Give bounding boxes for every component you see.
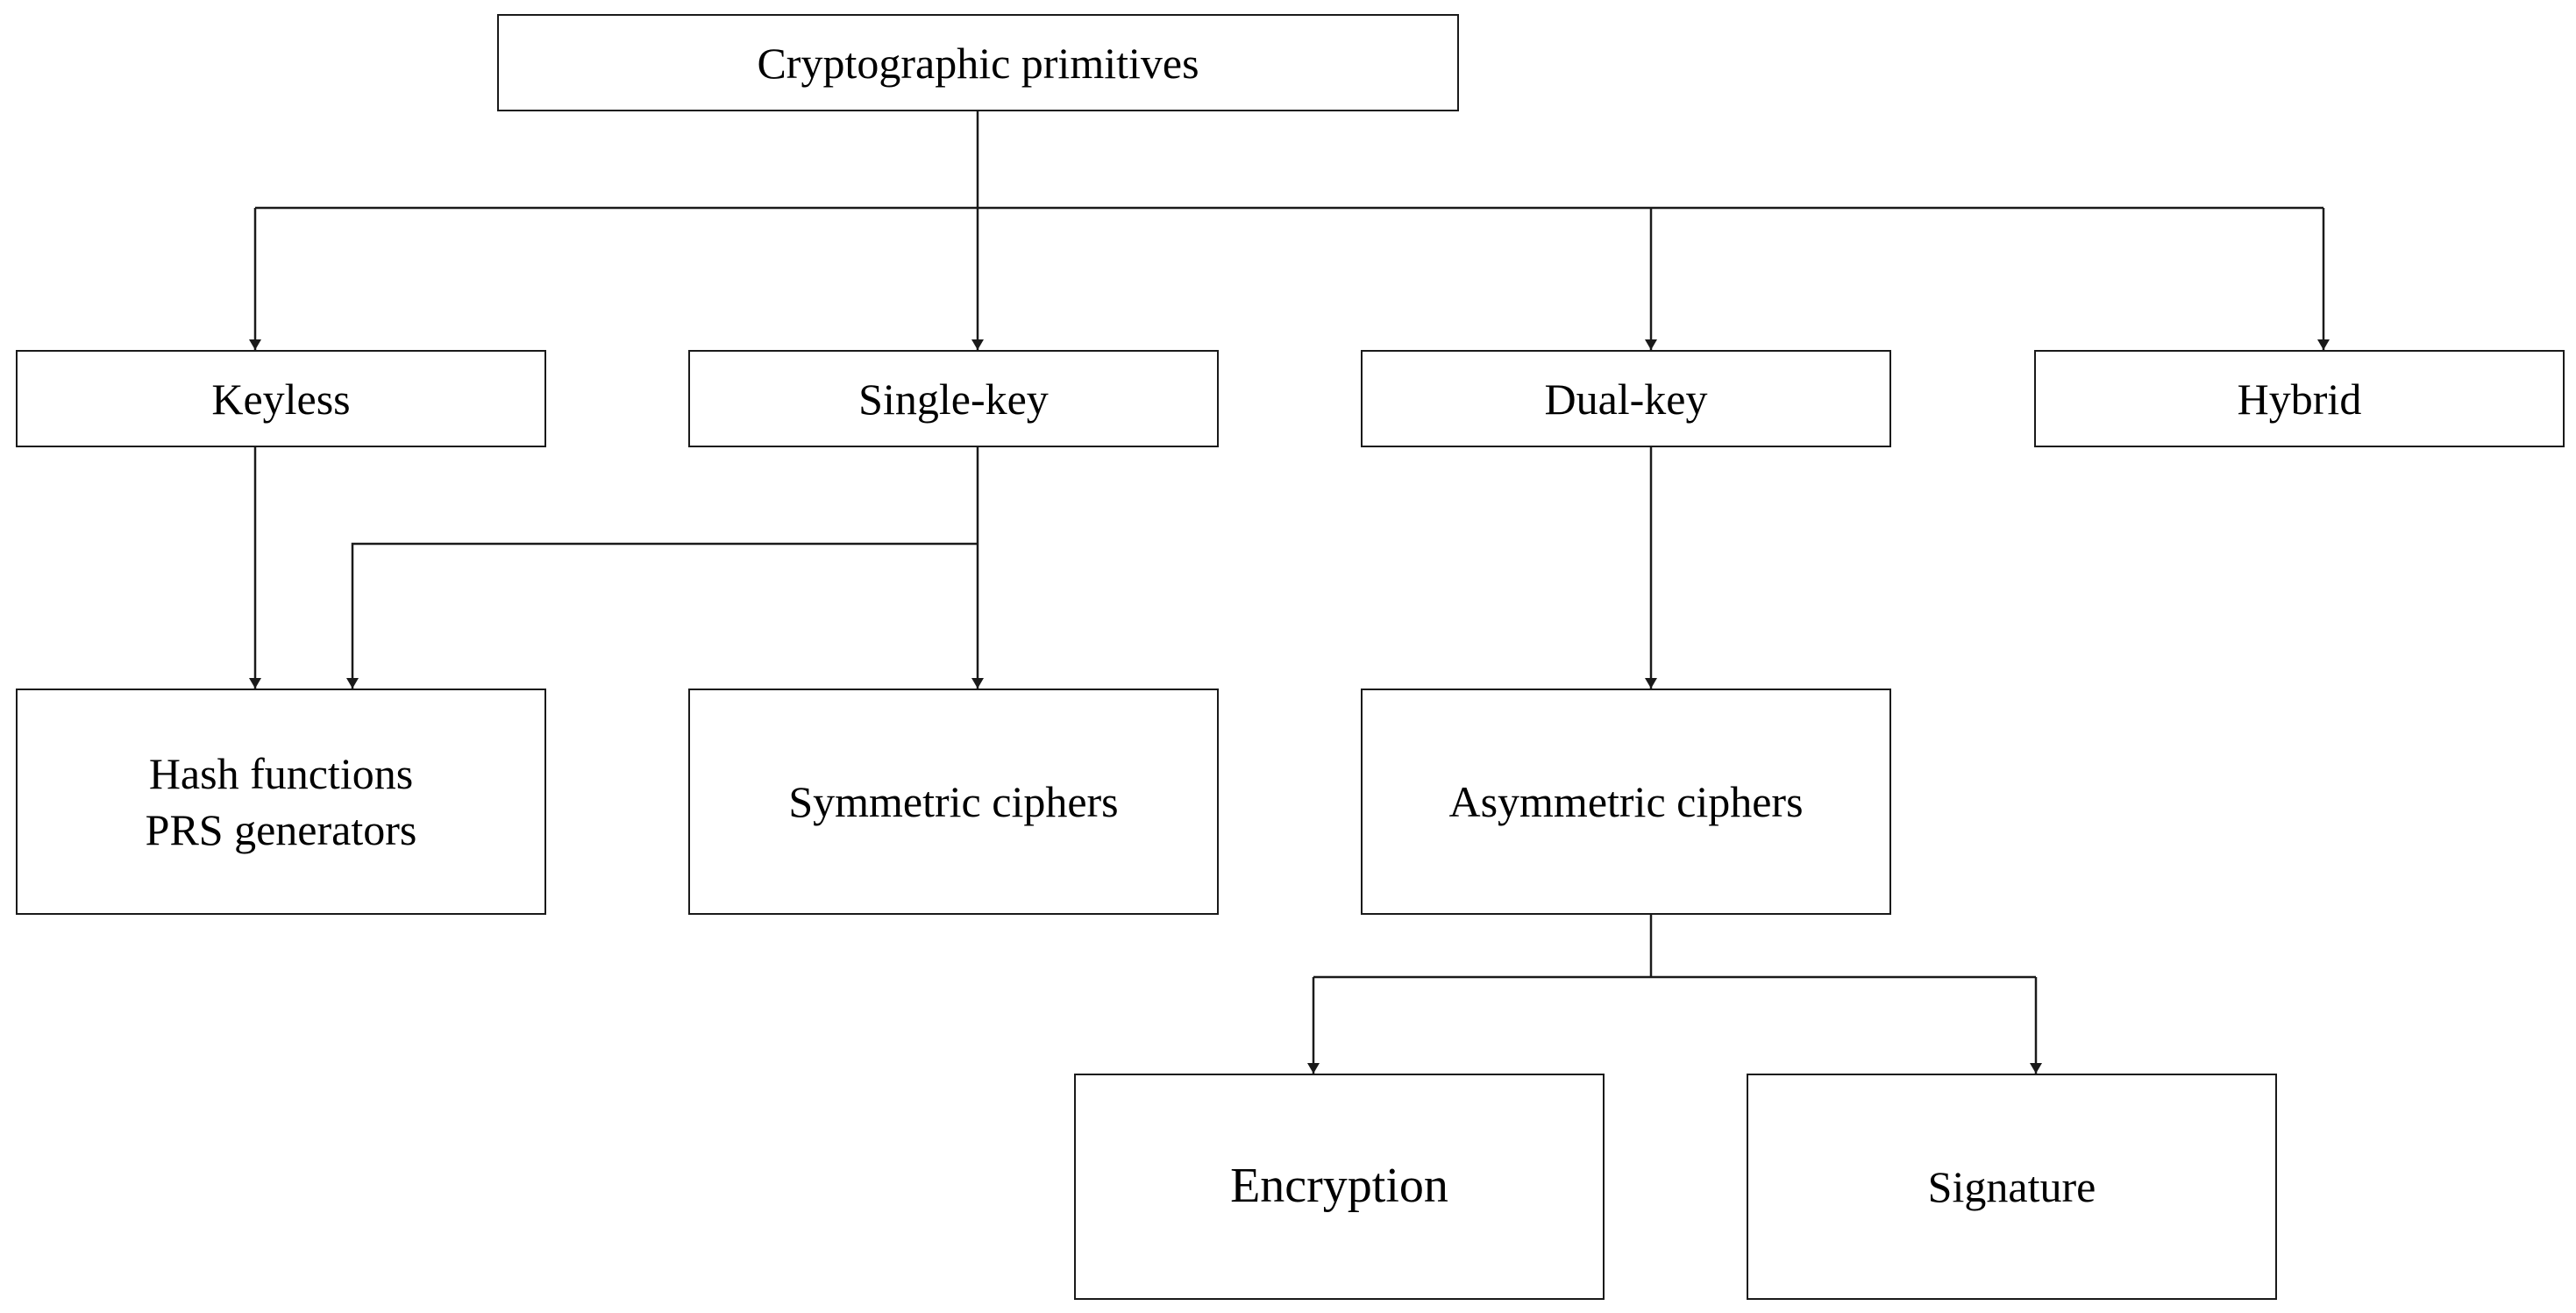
node-label: Asymmetric ciphers	[1448, 777, 1804, 826]
node-label-line-1: Hash functions	[148, 749, 414, 798]
arrow-single-key-to-hash	[346, 542, 978, 689]
node-hash-functions-prs-generators: Hash functions PRS generators	[16, 689, 546, 915]
node-label: Symmetric ciphers	[788, 777, 1119, 826]
node-hybrid: Hybrid	[2034, 350, 2565, 447]
node-symmetric-ciphers: Symmetric ciphers	[688, 689, 1219, 915]
node-label: Encryption	[1230, 1159, 1448, 1214]
node-single-key: Single-key	[688, 350, 1219, 447]
node-asymmetric-ciphers: Asymmetric ciphers	[1361, 689, 1891, 915]
node-label: Hybrid	[2237, 374, 2362, 424]
node-keyless: Keyless	[16, 350, 546, 447]
node-label: Cryptographic primitives	[757, 38, 1199, 88]
node-dual-key: Dual-key	[1361, 350, 1891, 447]
node-cryptographic-primitives: Cryptographic primitives	[497, 14, 1459, 111]
node-label: Keyless	[211, 374, 351, 424]
node-encryption: Encryption	[1074, 1074, 1605, 1300]
node-signature: Signature	[1747, 1074, 2277, 1300]
node-label: Single-key	[858, 374, 1049, 424]
node-label: Dual-key	[1544, 374, 1708, 424]
node-label: Signature	[1927, 1162, 2096, 1211]
node-label-line-2: PRS generators	[145, 805, 417, 854]
